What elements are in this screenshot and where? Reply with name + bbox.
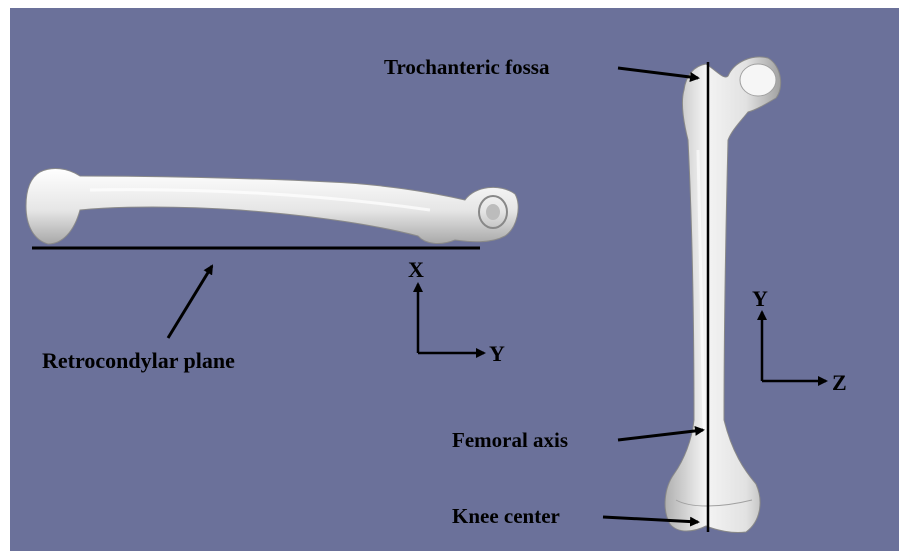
retrocondylar-plane-label: Retrocondylar plane bbox=[42, 348, 235, 373]
knee-center-label: Knee center bbox=[452, 504, 560, 528]
axis-right-right-label: Z bbox=[832, 370, 847, 395]
trochanteric-fossa-arrow bbox=[618, 68, 698, 78]
trochanteric-fossa-label: Trochanteric fossa bbox=[384, 55, 550, 79]
axes-left: X Y bbox=[408, 257, 505, 366]
axis-left-right-label: Y bbox=[489, 341, 505, 366]
femoral-axis-label: Femoral axis bbox=[452, 428, 568, 452]
retrocondylar-plane-arrow bbox=[168, 266, 212, 338]
axis-right-up-label: Y bbox=[752, 286, 768, 311]
femur-lateral-view bbox=[26, 169, 518, 244]
axes-right: Y Z bbox=[752, 286, 847, 395]
axis-left-up-label: X bbox=[408, 257, 424, 282]
